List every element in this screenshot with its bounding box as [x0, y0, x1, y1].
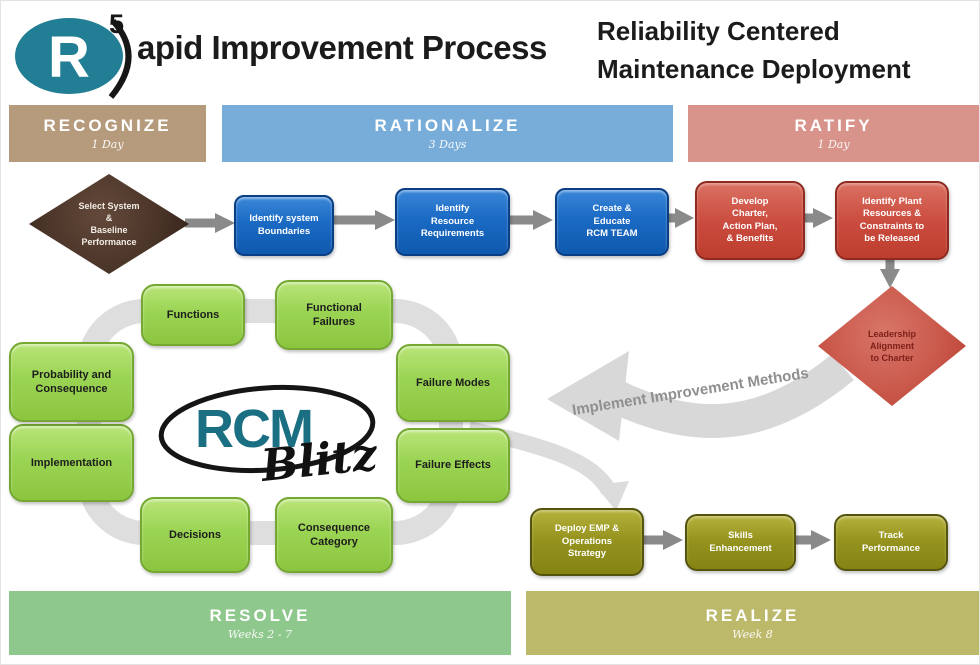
page-title: apid Improvement Process — [137, 29, 547, 66]
phase-duration: Week 8 — [732, 627, 773, 641]
node-develop-charter: Develop Charter, Action Plan, & Benefits — [695, 181, 805, 260]
arrow-diamond-to-boundaries — [185, 213, 235, 233]
implement-improvement-arrow: Implement Improvement Methods — [547, 351, 854, 441]
node-functions: Functions — [141, 284, 245, 346]
phase-label: RATIONALIZE — [374, 116, 521, 135]
rcm-logo-text: RCM — [195, 399, 312, 459]
logo-paren-swoosh — [108, 18, 132, 99]
phase-band-rationalize: RATIONALIZE 3 Days — [222, 105, 673, 162]
node-consequence-category: Consequence Category — [275, 497, 393, 573]
node-skills-enhancement: Skills Enhancement — [685, 514, 796, 571]
resolve-loop-track — [77, 299, 463, 545]
arrow-deploy-to-skills — [644, 530, 683, 550]
arrow-charter-to-resources-released — [803, 208, 833, 228]
phase-label: REALIZE — [705, 605, 800, 625]
node-identify-system-boundaries: Identify system Boundaries — [234, 195, 334, 256]
phase-band-resolve: RESOLVE Weeks 2 - 7 — [9, 591, 511, 655]
page-subtitle: Reliability Centered Maintenance Deploym… — [597, 16, 911, 84]
phase-band-ratify: RATIFY 1 Day — [688, 105, 979, 162]
logo-ellipse — [15, 18, 123, 94]
node-identify-plant-resources: Identify Plant Resources & Constraints t… — [835, 181, 949, 260]
r5-logo: R 5 — [15, 9, 132, 99]
node-failure-modes: Failure Modes — [396, 344, 510, 422]
blitz-logo-text: Blitz — [257, 429, 381, 492]
phase-duration: 1 Day — [91, 138, 124, 151]
rcm-logo-oval — [158, 384, 376, 474]
node-decisions: Decisions — [140, 497, 250, 573]
logo-letter: R — [48, 25, 90, 90]
arrow-resources-to-educate — [509, 210, 553, 230]
node-failure-effects: Failure Effects — [396, 428, 510, 503]
node-track-performance: Track Performance — [834, 514, 948, 571]
phase-label: RESOLVE — [209, 605, 311, 625]
phase-label: RATIFY — [794, 116, 873, 135]
arrow-skills-to-track — [796, 530, 831, 550]
implement-arrow-band — [609, 353, 854, 439]
phase-band-recognize: RECOGNIZE 1 Day — [9, 105, 206, 162]
phase-band-realize: REALIZE Week 8 — [526, 591, 979, 655]
node-create-educate-rcm-team: Create & Educate RCM TEAM — [555, 188, 669, 256]
node-deploy-emp-operations: Deploy EMP & Operations Strategy — [530, 508, 644, 576]
node-functional-failures: Functional Failures — [275, 280, 393, 350]
phase-duration: 1 Day — [817, 138, 850, 151]
phase-label: RECOGNIZE — [43, 116, 172, 135]
implement-arrow-head — [547, 351, 629, 441]
rcm-blitz-logo: RCM Blitz — [158, 384, 381, 492]
node-implementation: Implementation — [9, 424, 134, 502]
node-identify-resource-requirements: Identify Resource Requirements — [395, 188, 510, 256]
arrow-educate-to-charter — [667, 208, 694, 228]
node-probability-consequence: Probability and Consequence — [9, 342, 134, 422]
phase-duration: 3 Days — [428, 138, 467, 151]
phase-duration: Weeks 2 - 7 — [228, 627, 292, 641]
arrow-released-to-alignment — [880, 259, 900, 288]
resolve-to-realize-head — [595, 481, 629, 511]
flow-arrows — [185, 208, 900, 550]
arrow-boundaries-to-resources — [333, 210, 395, 230]
